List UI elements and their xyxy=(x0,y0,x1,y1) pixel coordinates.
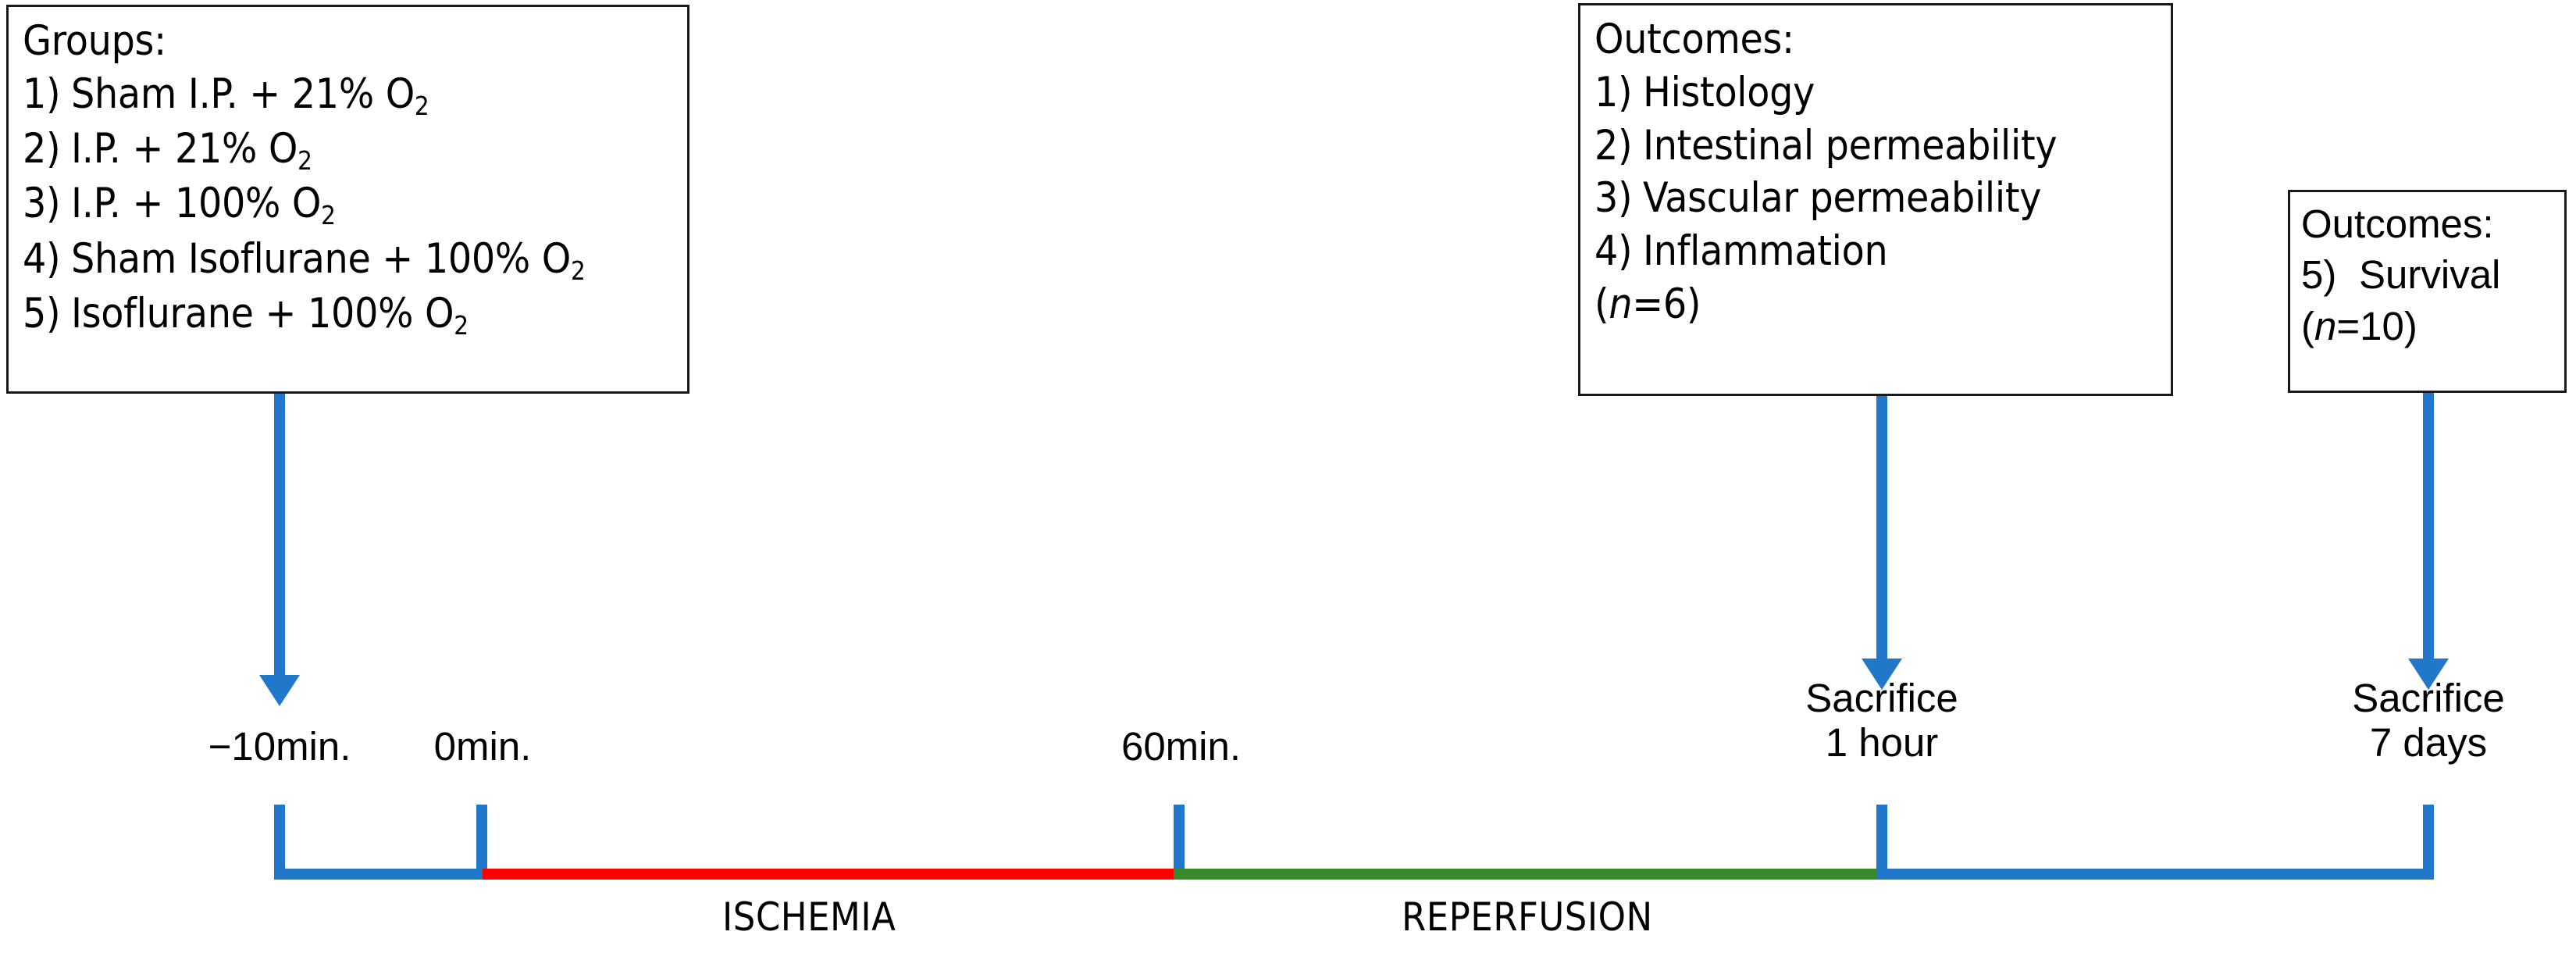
list-item-number: 5) xyxy=(2301,252,2337,298)
list-item-number: 3) xyxy=(23,180,61,228)
list-item-label: Inflammation xyxy=(1643,227,1888,276)
timeline-segment-pre-treatment xyxy=(274,869,483,880)
sample-size-symbol: n xyxy=(1609,280,1633,329)
subscript: 2 xyxy=(298,145,312,177)
list-item-label: Sham I.P. + 21% O2 xyxy=(71,70,429,122)
list-item-number: 2) xyxy=(23,125,61,173)
list-item-number: 3) xyxy=(1594,174,1633,223)
phase-label-ischemia: ISCHEMIA xyxy=(722,894,896,940)
list-item: 3) Vascular permeability xyxy=(1594,172,2157,225)
event-label-line2: 1 hour xyxy=(1825,720,1939,766)
list-item: 3) I.P. + 100% O2 xyxy=(23,177,673,232)
list-item: 5) Isoflurane + 100% O2 xyxy=(23,287,673,342)
outcomes-1h-connector-arrowhead xyxy=(1862,659,1902,690)
list-item: 1) Sham I.P. + 21% O2 xyxy=(23,68,673,123)
timeline-tick-minus-10min xyxy=(274,805,285,869)
list-item-label: Histology xyxy=(1643,68,1815,116)
sample-size-label: (n=10) xyxy=(2301,303,2417,348)
list-item: 4) Sham Isoflurane + 100% O2 xyxy=(23,233,673,287)
outcomes-7d-connector-line xyxy=(2423,393,2434,662)
list-item: 1) Histology xyxy=(1594,66,2157,120)
list-item: 2) Intestinal permeability xyxy=(1594,120,2157,173)
subscript: 2 xyxy=(571,255,586,286)
list-item-label: Isoflurane + 100% O2 xyxy=(71,289,469,341)
event-label-sacrifice-7-days: Sacrifice 7 days xyxy=(2296,676,2561,765)
list-item-label: Intestinal permeability xyxy=(1643,121,2058,170)
outcomes-1h-connector-line xyxy=(1876,396,1887,662)
list-item: 2) I.P. + 21% O2 xyxy=(23,123,673,177)
list-item: 4) Inflammation xyxy=(1594,225,2157,278)
sample-size-label: (n=6) xyxy=(1594,280,1701,329)
list-item-label: Sham Isoflurane + 100% O2 xyxy=(71,234,586,286)
outcomes-7d-connector-arrowhead xyxy=(2408,659,2449,690)
groups-box-title: Groups: xyxy=(23,17,166,65)
groups-connector-arrowhead xyxy=(259,675,300,706)
timeline-segment-reperfusion xyxy=(1174,869,1876,880)
timeline-tick-0min xyxy=(476,805,487,869)
list-item-label: Vascular permeability xyxy=(1643,174,2042,223)
groups-box: Groups: 1) Sham I.P. + 21% O2 2) I.P. + … xyxy=(6,5,689,394)
timeline-label-0min: 0min. xyxy=(433,724,532,769)
subscript: 2 xyxy=(414,91,429,122)
outcomes-box-1-hour: Outcomes: 1) Histology 2) Intestinal per… xyxy=(1578,3,2173,396)
groups-list: 1) Sham I.P. + 21% O2 2) I.P. + 21% O2 3… xyxy=(23,68,673,342)
list-item-number: 4) xyxy=(1594,227,1633,276)
subscript: 2 xyxy=(454,309,469,341)
outcomes-list: 5) Survival xyxy=(2301,249,2553,300)
sample-size-symbol: n xyxy=(2314,303,2337,348)
list-item: 5) Survival xyxy=(2301,249,2553,300)
list-item-number: 1) xyxy=(1594,68,1633,116)
event-label-line2: 7 days xyxy=(2369,720,2488,766)
timeline-label-minus-10min: −10min. xyxy=(208,724,351,769)
timeline-segment-post-reperfusion xyxy=(1876,869,2434,880)
timeline-label-60min: 60min. xyxy=(1121,724,1242,769)
list-item-number: 1) xyxy=(23,70,61,118)
event-label-line1: Sacrifice xyxy=(2352,676,2505,720)
outcomes-box-title: Outcomes: xyxy=(2301,202,2494,246)
timeline-tick-sacrifice-7-days xyxy=(2423,805,2434,869)
event-label-sacrifice-1-hour: Sacrifice 1 hour xyxy=(1749,676,2015,765)
timeline-tick-sacrifice-1-hour xyxy=(1876,805,1887,869)
groups-connector-line xyxy=(274,394,285,678)
list-item-label: I.P. + 100% O2 xyxy=(71,180,336,231)
list-item-number: 4) xyxy=(23,234,61,283)
timeline-segment-ischemia xyxy=(483,869,1174,880)
timeline-tick-60min xyxy=(1174,805,1185,869)
list-item-number: 5) xyxy=(23,289,61,337)
list-item-label: Survival xyxy=(2359,252,2501,298)
outcomes-list: 1) Histology 2) Intestinal permeability … xyxy=(1594,66,2157,278)
subscript: 2 xyxy=(321,200,336,231)
list-item-number: 2) xyxy=(1594,121,1633,170)
list-item-label: I.P. + 21% O2 xyxy=(71,125,312,177)
phase-label-reperfusion: REPERFUSION xyxy=(1402,894,1653,940)
outcomes-box-title: Outcomes: xyxy=(1594,16,1794,63)
event-label-line1: Sacrifice xyxy=(1805,676,1958,720)
outcomes-box-7-days: Outcomes: 5) Survival (n=10) xyxy=(2288,190,2567,393)
